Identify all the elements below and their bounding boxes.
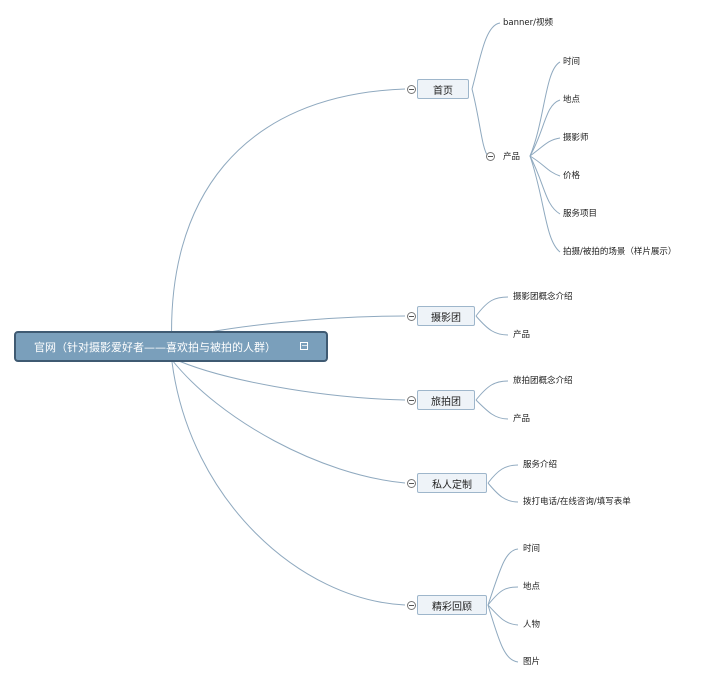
branch-travel-group[interactable]: 旅拍团 (417, 390, 475, 410)
leaf-photo-group-intro[interactable]: 摄影团概念介绍 (513, 292, 573, 302)
leaf-contact[interactable]: 拨打电话/在线咨询/填写表单 (523, 497, 631, 507)
branch-label: 私人定制 (432, 479, 472, 491)
leaf-scenes[interactable]: 拍摄/被拍的场景（样片展示） (563, 247, 677, 257)
leaf-review-images[interactable]: 图片 (523, 657, 541, 667)
leaf-product[interactable]: 产品 (503, 152, 521, 162)
collapse-toggle-icon[interactable] (407, 85, 416, 94)
link-root-custom (171, 359, 406, 484)
link-root-home (171, 88, 406, 351)
leaf-service-intro[interactable]: 服务介绍 (523, 460, 558, 470)
collapse-toggle-icon[interactable] (407, 479, 416, 488)
branch-home[interactable]: 首页 (417, 79, 469, 99)
root-label: 官网（针对摄影爱好者——喜欢拍与被拍的人群） (34, 340, 276, 354)
branch-review[interactable]: 精彩回顾 (417, 595, 487, 615)
leaf-review-location[interactable]: 地点 (523, 582, 541, 592)
collapse-toggle-icon[interactable] (486, 152, 495, 161)
leaf-travel-group-intro[interactable]: 旅拍团概念介绍 (513, 376, 573, 386)
leaf-review-time[interactable]: 时间 (523, 544, 541, 554)
collapse-toggle-icon[interactable] (407, 601, 416, 610)
root-node[interactable]: 官网（针对摄影爱好者——喜欢拍与被拍的人群） − (14, 331, 328, 362)
branch-label: 精彩回顾 (432, 601, 472, 613)
link-root-review (171, 361, 406, 606)
branch-photo-group[interactable]: 摄影团 (417, 306, 475, 326)
leaf-photo-group-product[interactable]: 产品 (513, 330, 531, 340)
leaf-price[interactable]: 价格 (563, 171, 581, 181)
branch-custom[interactable]: 私人定制 (417, 473, 487, 493)
collapse-toggle-icon[interactable] (407, 312, 416, 321)
leaf-review-people[interactable]: 人物 (523, 620, 541, 630)
leaf-location[interactable]: 地点 (563, 95, 581, 105)
branch-label: 首页 (433, 85, 453, 97)
link-root-travel-group (171, 357, 406, 401)
collapse-toggle-icon[interactable] (407, 396, 416, 405)
leaf-photographer[interactable]: 摄影师 (563, 133, 589, 143)
leaf-services[interactable]: 服务项目 (563, 209, 598, 219)
collapse-icon[interactable]: − (300, 341, 308, 350)
branch-label: 旅拍团 (431, 396, 461, 408)
leaf-banner-video[interactable]: banner/视频 (503, 18, 553, 28)
branch-label: 摄影团 (431, 312, 461, 324)
leaf-time[interactable]: 时间 (563, 57, 581, 67)
leaf-travel-group-product[interactable]: 产品 (513, 414, 531, 424)
